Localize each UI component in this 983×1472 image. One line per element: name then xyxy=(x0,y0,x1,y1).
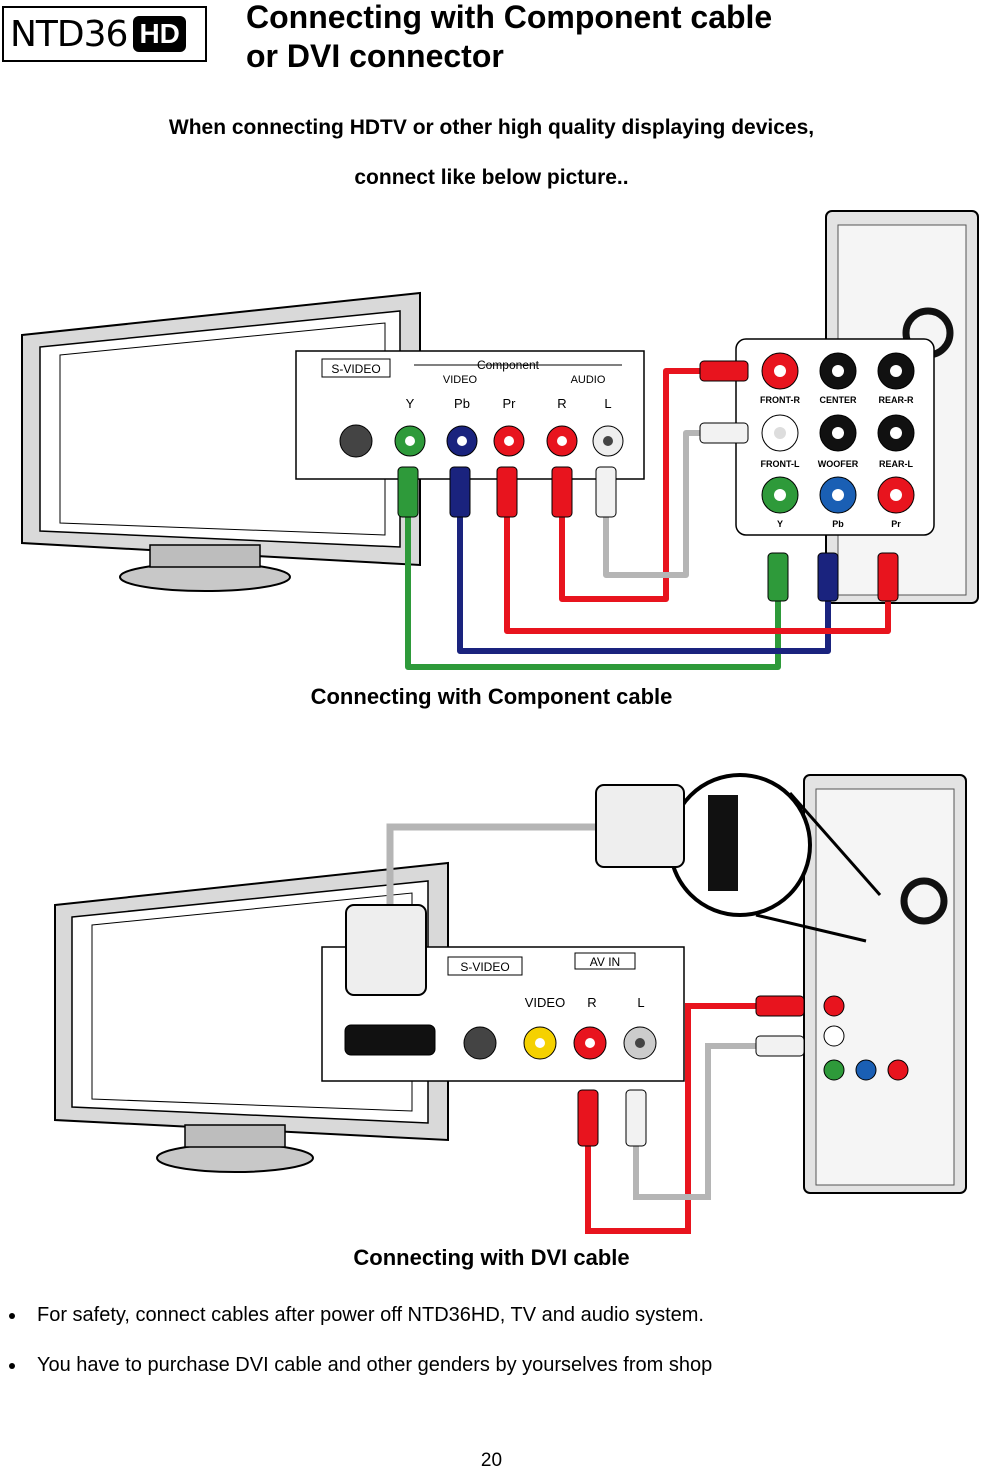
page-number: 20 xyxy=(480,1450,503,1471)
logo-text: NTD36 xyxy=(10,13,128,55)
component-cables xyxy=(397,360,899,670)
tv-port-pb: Pb xyxy=(454,396,470,411)
dev-label-woofer: WOOFER xyxy=(818,459,859,469)
dev-label-pb: Pb xyxy=(832,519,844,529)
tv2-port-r: R xyxy=(587,995,596,1010)
tv2-port-video: VIDEO xyxy=(525,995,565,1010)
brand-logo: NTD36 HD xyxy=(2,6,207,62)
dev-label-front-r: FRONT-R xyxy=(760,395,800,405)
note-text: You have to purchase DVI cable and other… xyxy=(37,1354,713,1376)
tv-svideo-label: S-VIDEO xyxy=(331,362,380,376)
dev-label-rear-r: REAR-R xyxy=(879,395,914,405)
tv-component-panel: S-VIDEO Component VIDEO AUDIO Y Pb Pr R … xyxy=(295,350,645,480)
dev-label-y: Y xyxy=(777,519,783,529)
media-player-device: FRONT-R CENTER REAR-R FRONT-L WOOFER REA… xyxy=(735,210,979,604)
dvi-and-audio-cables xyxy=(345,784,805,1234)
tv-port-l: L xyxy=(604,396,611,411)
dev-label-front-l: FRONT-L xyxy=(761,459,800,469)
tv2-svideo-label: S-VIDEO xyxy=(460,960,509,974)
bullet-icon xyxy=(9,1362,15,1369)
dev-label-rear-l: REAR-L xyxy=(879,459,913,469)
title-line-2: or DVI connector xyxy=(246,38,504,74)
bullet-icon xyxy=(9,1312,15,1319)
tv-av-panel: S-VIDEO AV IN VIDEO R L xyxy=(321,946,685,1082)
tv-port-y: Y xyxy=(406,396,415,411)
note-item: For safety, connect cables after power o… xyxy=(9,1304,704,1327)
title-line-1: Connecting with Component cable xyxy=(246,0,773,35)
note-item: You have to purchase DVI cable and other… xyxy=(9,1354,712,1377)
figure2-caption: Connecting with DVI cable xyxy=(353,1245,630,1270)
tv-video-label: VIDEO xyxy=(443,374,478,386)
note-text: For safety, connect cables after power o… xyxy=(37,1304,704,1326)
figure1-caption: Connecting with Component cable xyxy=(310,684,673,709)
logo-hd-badge: HD xyxy=(133,16,186,52)
dev-label-pr: Pr xyxy=(891,519,901,529)
page-title: Connecting with Component cable or DVI c… xyxy=(246,0,772,76)
tv-component-label: Component xyxy=(477,358,540,372)
dvi-connection-diagram: S-VIDEO AV IN VIDEO R L xyxy=(54,773,967,1234)
tv-port-r: R xyxy=(557,396,566,411)
tv2-port-l: L xyxy=(637,995,644,1010)
tv-audio-label: AUDIO xyxy=(571,374,606,386)
component-connection-diagram: S-VIDEO Component VIDEO AUDIO Y Pb Pr R … xyxy=(21,210,979,670)
tv-port-pr: Pr xyxy=(503,396,517,411)
media-player-device-2 xyxy=(803,774,967,1194)
tv2-avin-label: AV IN xyxy=(590,955,620,969)
intro-line-1: When connecting HDTV or other high quali… xyxy=(168,116,815,139)
dev-label-center: CENTER xyxy=(819,395,857,405)
intro-line-2: connect like below picture.. xyxy=(354,166,629,189)
